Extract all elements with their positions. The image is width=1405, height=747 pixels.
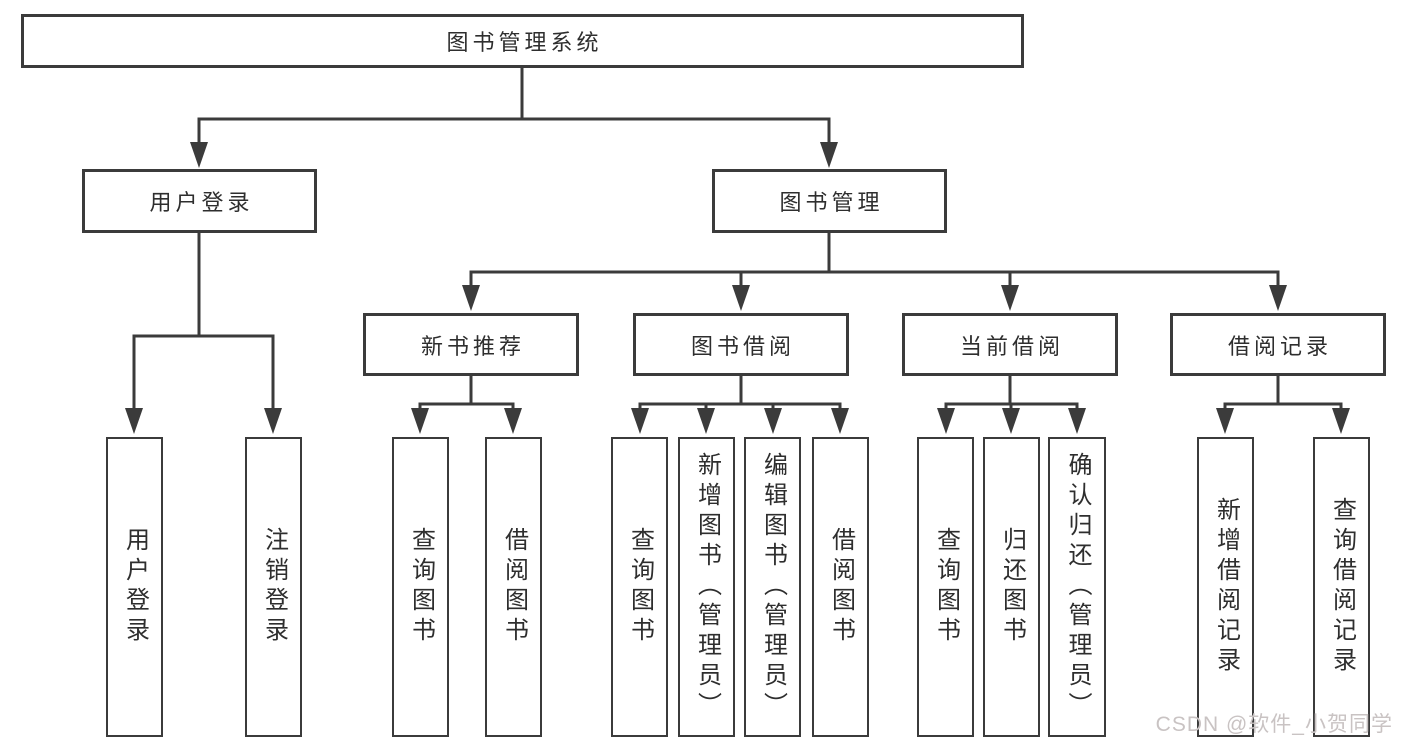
arrowhead xyxy=(125,408,143,434)
arrowhead xyxy=(1269,285,1287,311)
arrowhead xyxy=(411,408,429,434)
arrowhead xyxy=(831,408,849,434)
arrowhead xyxy=(697,408,715,434)
leaf-edit-books-admin: 编辑图书（管理员） xyxy=(744,437,801,737)
leaf-user-login: 用户登录 xyxy=(106,437,163,737)
arrowhead xyxy=(937,408,955,434)
arrowhead xyxy=(820,142,838,168)
node-new-book-recommend: 新书推荐 xyxy=(363,313,579,376)
arrowhead xyxy=(764,408,782,434)
leaf-add-books-admin: 新增图书（管理员） xyxy=(678,437,735,737)
leaf-return-books: 归还图书 xyxy=(983,437,1040,737)
arrowhead xyxy=(1332,408,1350,434)
arrowhead xyxy=(1068,408,1086,434)
node-user-login: 用户登录 xyxy=(82,169,317,233)
node-book-management: 图书管理 xyxy=(712,169,947,233)
arrowhead xyxy=(264,408,282,434)
leaf-borrow-books: 借阅图书 xyxy=(812,437,869,737)
arrowhead xyxy=(631,408,649,434)
arrowhead xyxy=(1216,408,1234,434)
leaf-borrow-books-recommend: 借阅图书 xyxy=(485,437,542,737)
csdn-watermark: CSDN @软件_小贺同学 xyxy=(1155,713,1393,736)
node-root: 图书管理系统 xyxy=(21,14,1024,68)
arrowhead xyxy=(1001,285,1019,311)
leaf-add-borrow-record: 新增借阅记录 xyxy=(1197,437,1254,737)
arrowhead xyxy=(190,142,208,168)
leaf-logout: 注销登录 xyxy=(245,437,302,737)
arrowhead xyxy=(462,285,480,311)
leaf-query-books-recommend: 查询图书 xyxy=(392,437,449,737)
leaf-confirm-return-admin: 确认归还（管理员） xyxy=(1048,437,1106,737)
tree-edges xyxy=(132,66,1343,412)
node-borrow-records: 借阅记录 xyxy=(1170,313,1386,376)
node-current-borrow: 当前借阅 xyxy=(902,313,1118,376)
leaf-query-borrow-record: 查询借阅记录 xyxy=(1313,437,1370,737)
arrowhead xyxy=(732,285,750,311)
arrowhead xyxy=(504,408,522,434)
arrowhead xyxy=(1002,408,1020,434)
arrowheads xyxy=(125,142,1350,434)
node-book-borrow: 图书借阅 xyxy=(633,313,849,376)
leaf-query-books-current: 查询图书 xyxy=(917,437,974,737)
leaf-query-books-borrow: 查询图书 xyxy=(611,437,668,737)
